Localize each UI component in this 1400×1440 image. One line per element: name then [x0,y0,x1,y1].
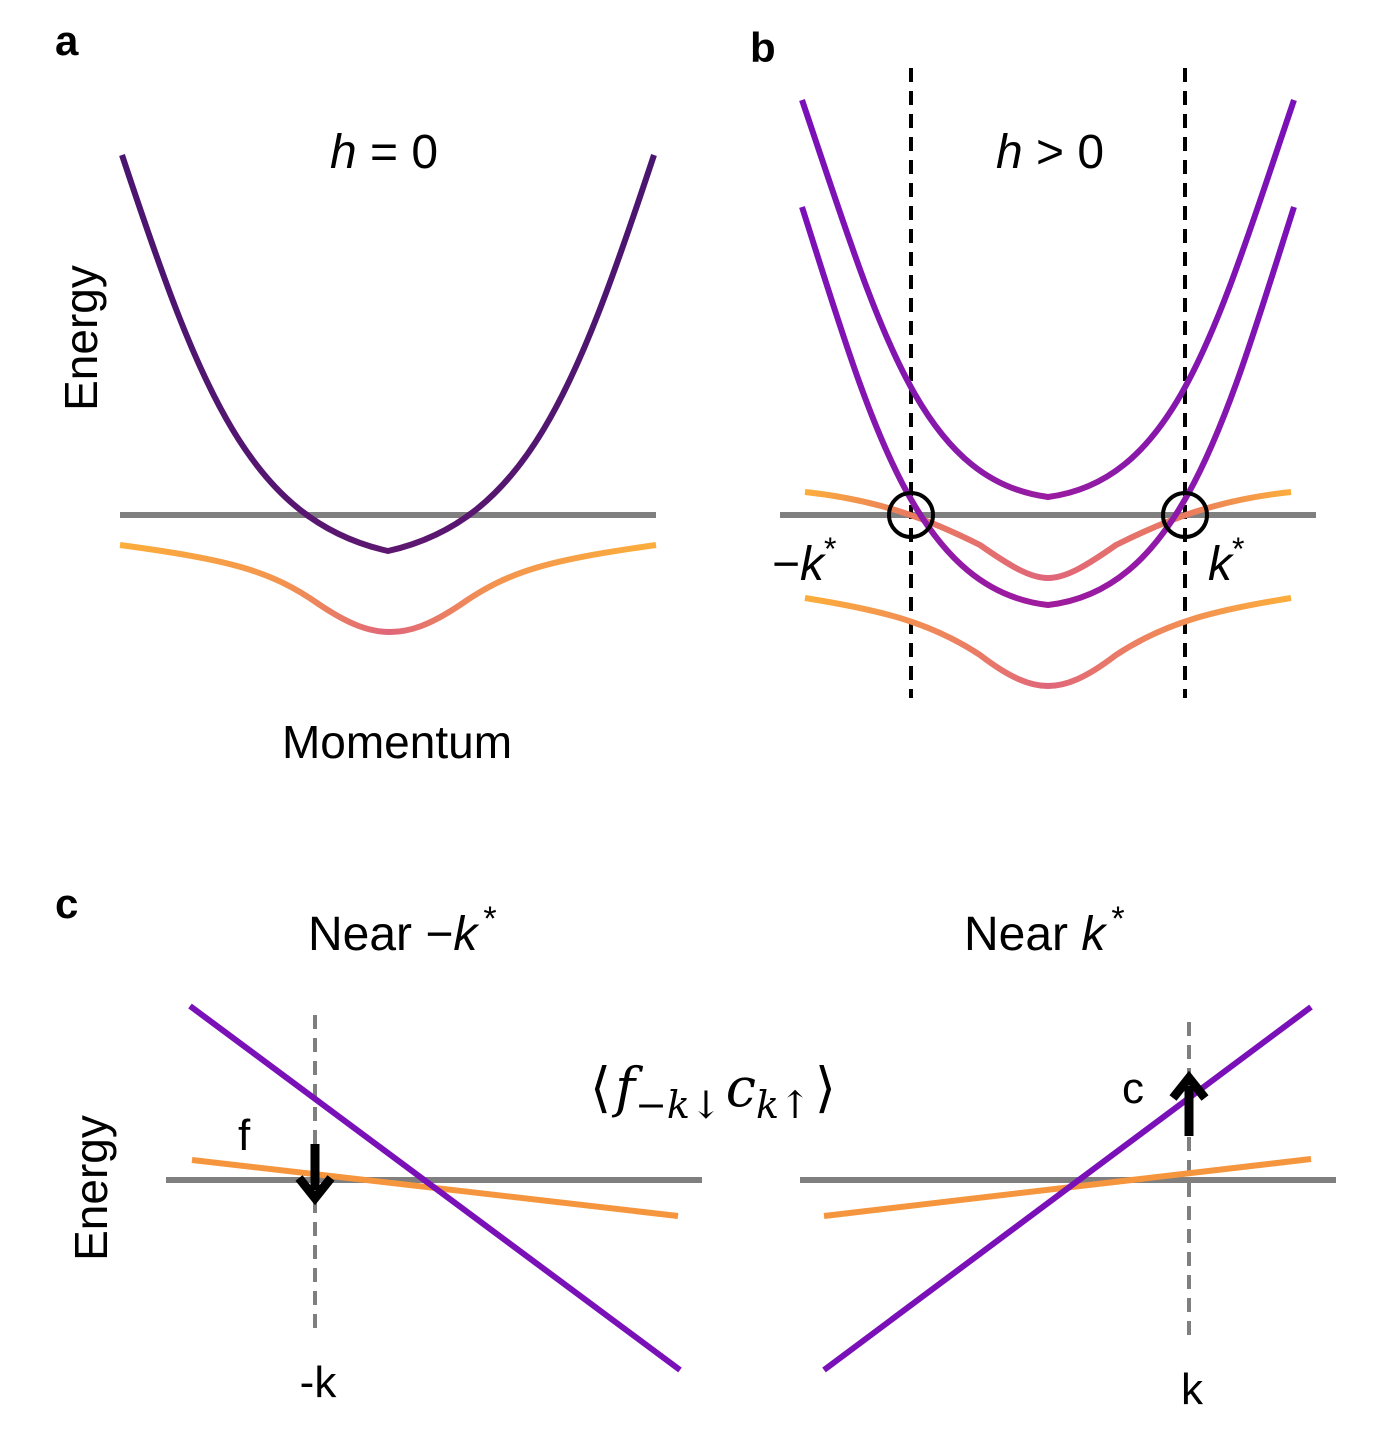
correlator-f-sub: −k↓ [635,1083,722,1127]
down-arrow-icon [295,1144,335,1206]
panel-c-tick-left: -k [300,1358,338,1407]
panel-a-ylabel: Energy [55,265,107,411]
panel-a-letter: a [55,17,79,64]
correlator-close: ⟩ [815,1056,836,1119]
panel-b-upper-band [799,99,1297,501]
panel-b-title-rest: > 0 [1023,126,1104,179]
panel-c: c Near −k* Near k* Energy f -k c k [55,880,1336,1414]
panel-b-right-sup: * [1232,531,1244,567]
panel-c-right-title: Near k* [964,900,1125,961]
panel-a-title-var: h [330,126,357,179]
correlator-open: ⟨ [590,1056,611,1119]
panel-a-title-rest: = 0 [357,126,438,179]
panel-b-title-var: h [996,126,1023,179]
panel-c-left-light-band [188,1003,682,1373]
panel-b-left-k-label: −k* [772,531,836,591]
panel-c-right-light-band [822,1004,1313,1373]
panel-c-label-c: c [1122,1064,1144,1113]
panel-c-left-title: Near −k* [308,900,497,961]
panel-c-left-title-minus: − [425,908,453,961]
panel-b-hybrid-band [804,489,1292,582]
panel-c-right-title-text: Near [964,908,1081,961]
panel-c-correlator: ⟨f−k↓ck↑⟩ [590,1056,836,1127]
panel-b-left-sup: * [824,531,836,567]
panel-b-title: h > 0 [996,126,1104,179]
panel-c-right-title-k: k [1081,908,1108,961]
panel-a: a h = 0 Energy Momentum [55,17,657,768]
panel-a-heavy-band [119,542,657,636]
up-arrow-icon [1169,1070,1209,1136]
panel-b-left-k: k [800,538,827,591]
panel-c-letter: c [55,880,78,927]
panel-a-light-band [119,154,657,555]
panel-a-xlabel: Momentum [282,716,512,768]
panel-c-tick-right: k [1181,1365,1204,1414]
correlator-c: c [726,1056,756,1119]
correlator-c-sub: k↑ [756,1083,811,1127]
panel-b-right-k-label: k* [1208,531,1244,591]
panel-c-left-title-k: k [453,908,480,961]
panel-b-lower-band [804,595,1292,690]
panel-b-inner-band [799,206,1297,609]
panel-b-left-minus: − [772,538,800,591]
panel-c-right-title-sup: * [1111,900,1124,938]
panel-b-letter: b [750,24,776,71]
panel-a-title: h = 0 [330,126,438,179]
panel-b-crossing-right [1161,491,1209,539]
panel-b-crossing-left [887,491,935,539]
panel-b: b h > 0 −k* k* [750,24,1316,698]
panel-b-right-k: k [1208,538,1235,591]
panel-c-ylabel: Energy [65,1115,117,1261]
panel-c-left-title-text: Near [308,908,425,961]
panel-c-label-f: f [238,1111,251,1160]
panel-c-left-title-sup: * [483,900,496,938]
